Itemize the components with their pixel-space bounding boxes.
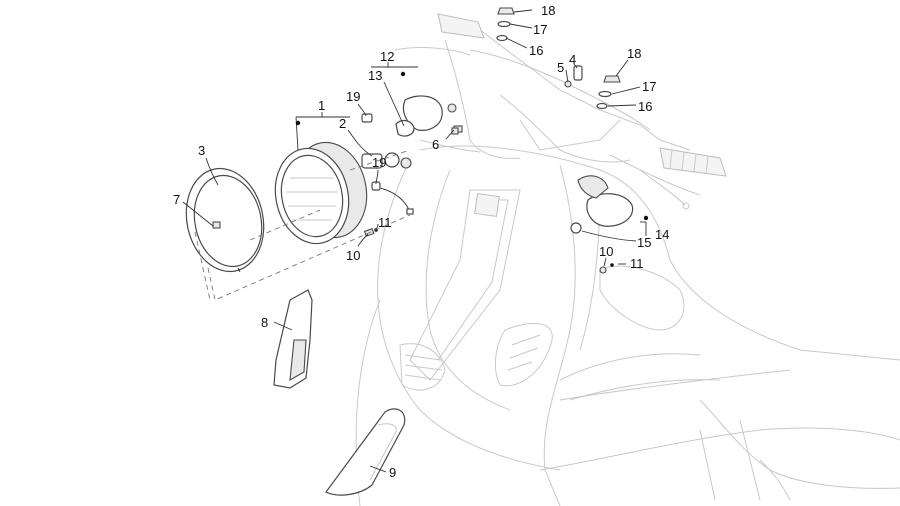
callout-11-right: 11: [630, 256, 644, 271]
turn-signal-right: [570, 175, 634, 274]
callout-11-left: 11: [378, 215, 392, 230]
callout-15: 15: [637, 235, 651, 250]
callout-13: 13: [368, 68, 382, 83]
callout-labels: 1 2 3 4 5 6 7 8 9 10 10 11 11 12 13 14 1…: [173, 3, 669, 480]
callout-6: 6: [432, 137, 439, 152]
callout-3: 3: [198, 143, 205, 158]
handlebar-small-parts: [451, 7, 621, 135]
callout-8: 8: [261, 315, 268, 330]
callout-19-mid: 19: [372, 155, 386, 170]
callout-17-top: 17: [533, 22, 547, 37]
side-reflector-lower: [325, 408, 406, 496]
callout-12: 12: [380, 49, 394, 64]
callout-10-left: 10: [346, 248, 360, 263]
callout-17-right: 17: [642, 79, 656, 94]
callout-16-right: 16: [638, 99, 652, 114]
leader-lines: [182, 9, 647, 473]
callout-2: 2: [339, 116, 346, 131]
kit-markers: [295, 71, 649, 267]
turn-signal-left: [395, 95, 463, 137]
headlight-rim: [185, 167, 265, 273]
callout-14: 14: [655, 227, 669, 242]
handlebar-assembly: [394, 13, 727, 210]
assembly-dashed-lines: [194, 149, 411, 301]
side-reflector-front: [273, 289, 313, 389]
callout-10-right: 10: [599, 244, 613, 259]
callout-18-right: 18: [627, 46, 641, 61]
scooter-body-outline: [355, 145, 900, 506]
callout-18-top: 18: [541, 3, 555, 18]
callout-5: 5: [557, 60, 564, 75]
callout-7: 7: [173, 192, 180, 207]
callout-16-top: 16: [529, 43, 543, 58]
callout-9: 9: [389, 465, 396, 480]
callout-4: 4: [569, 52, 576, 67]
callout-1: 1: [318, 98, 325, 113]
callout-19-top: 19: [346, 89, 360, 104]
